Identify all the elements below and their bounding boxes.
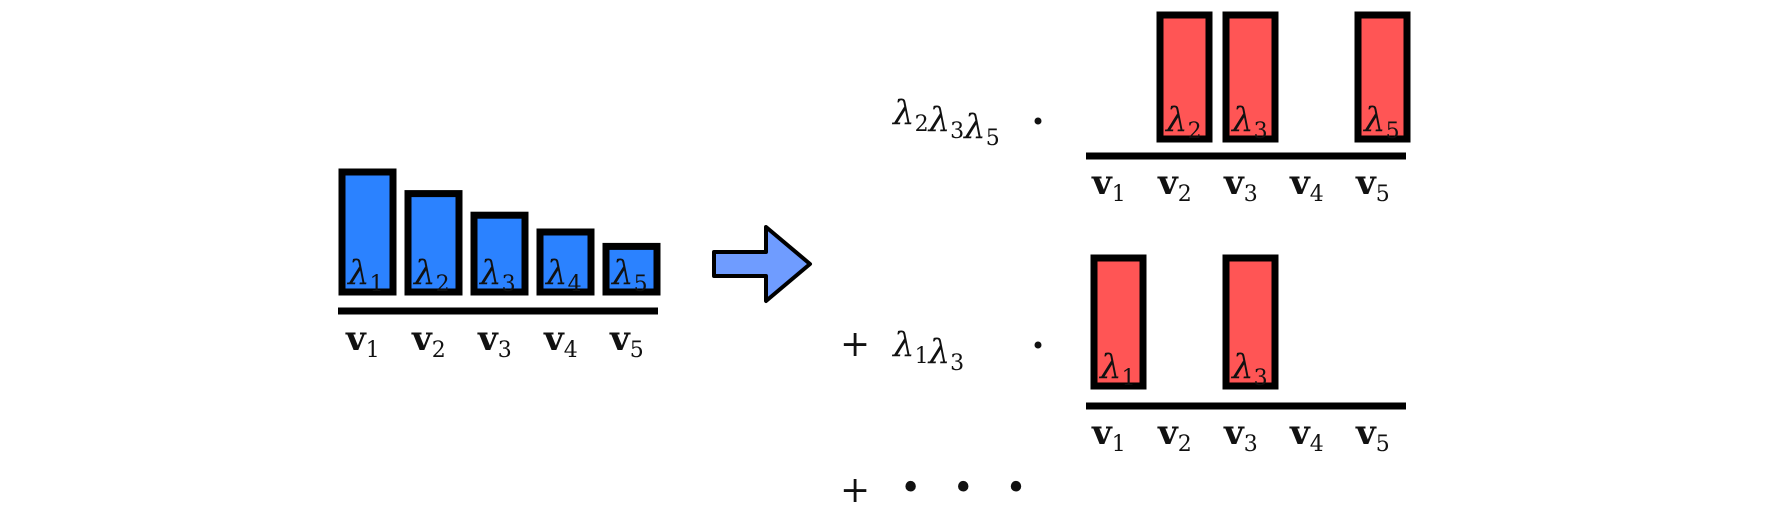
term-1-coefficient: λ2λ3λ5 xyxy=(891,93,1000,151)
term-1-vector-label-5: v5 xyxy=(1355,163,1390,207)
term-2-bar-label-1: λ1 xyxy=(1098,347,1136,391)
blue-bar-label-1: λ1 xyxy=(346,253,384,297)
term-1-bar-label-3: λ3 xyxy=(1230,100,1268,144)
left-vector-label-4: v4 xyxy=(543,319,578,363)
continuation: + • • • xyxy=(840,468,1037,511)
term-2-red-bar-3 xyxy=(1222,254,1279,390)
term-2-vector-label-4: v4 xyxy=(1289,413,1324,457)
blue-bar-3 xyxy=(470,211,529,296)
term-2-vector-label-2: v2 xyxy=(1157,413,1192,457)
left-vector-label-3: v3 xyxy=(477,319,512,363)
term-1-red-bar-5 xyxy=(1354,11,1411,143)
blue-bar-4 xyxy=(536,228,595,296)
blue-bar-5 xyxy=(602,242,661,296)
blue-bar-1 xyxy=(338,168,397,296)
term-2-multiply-dot xyxy=(1034,341,1042,349)
term-1-multiply-dot xyxy=(1034,117,1042,125)
term-1-vector-label-3: v3 xyxy=(1223,163,1258,207)
left-spectrum: λ1 λ2 λ3 λ4 λ5 v1 v2 v3 v4 v5 xyxy=(338,168,661,363)
term-2-plus: + xyxy=(840,324,870,365)
term-1-bar-label-5: λ5 xyxy=(1362,100,1400,144)
continuation-plus: + xyxy=(840,470,870,511)
left-vector-label-5: v5 xyxy=(609,319,644,363)
term-2-vector-label-1: v1 xyxy=(1091,413,1126,457)
left-vector-label-1: v1 xyxy=(345,319,380,363)
term-2-coefficient: λ1λ3 xyxy=(891,325,964,376)
term-1-red-bar-2 xyxy=(1156,11,1213,143)
continuation-ellipsis: • • • xyxy=(900,468,1037,509)
blue-bar-2 xyxy=(404,190,463,296)
term-2-vector-label-3: v3 xyxy=(1223,413,1258,457)
blue-bar-label-4: λ4 xyxy=(544,253,582,297)
term-1-red-bar-3 xyxy=(1222,11,1279,143)
term-1-vector-label-1: v1 xyxy=(1091,163,1126,207)
blue-bar-label-2: λ2 xyxy=(412,253,450,297)
blue-bar-label-5: λ5 xyxy=(610,253,648,297)
term-2-red-bar-1 xyxy=(1090,254,1147,390)
right-arrow-icon xyxy=(712,225,812,303)
term-1-bar-label-2: λ2 xyxy=(1164,100,1202,144)
term-1-vector-label-2: v2 xyxy=(1157,163,1192,207)
term-2-vector-label-5: v5 xyxy=(1355,413,1390,457)
left-vector-label-2: v2 xyxy=(411,319,446,363)
term-2-bar-label-3: λ3 xyxy=(1230,347,1268,391)
term-1-vector-label-4: v4 xyxy=(1289,163,1324,207)
blue-bar-label-3: λ3 xyxy=(478,253,516,297)
